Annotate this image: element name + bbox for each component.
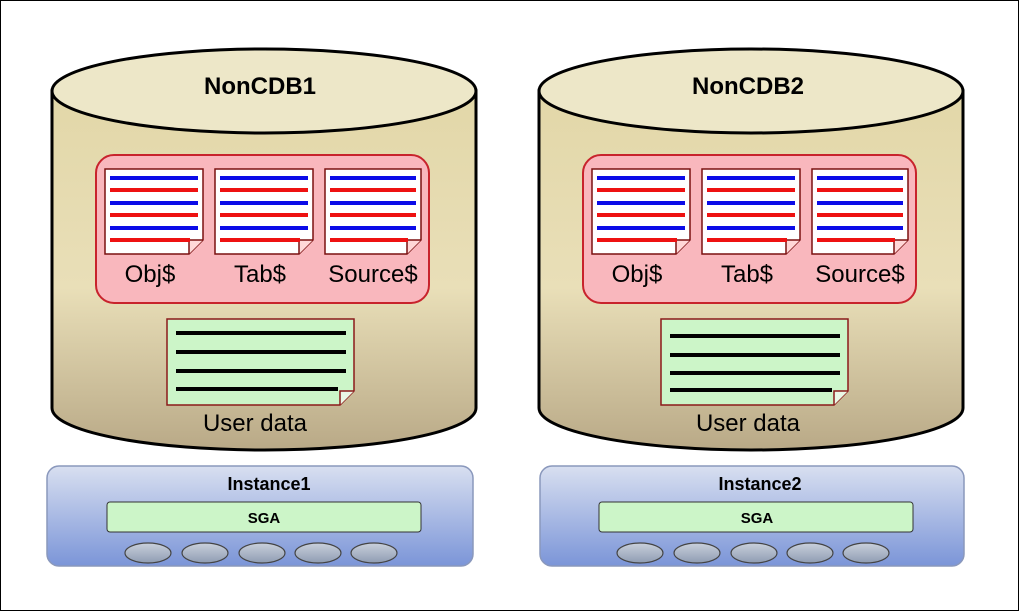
sga-box (106, 501, 422, 533)
dictionary-label: Tab$ (234, 261, 286, 288)
background-process (181, 542, 229, 564)
dictionary-table-source: Source$ (324, 168, 422, 288)
dictionary-label: Source$ (815, 261, 904, 288)
background-process (238, 542, 286, 564)
instance-2: Instance2 SGA (539, 465, 965, 567)
dictionary-table-source: Source$ (811, 168, 909, 288)
dictionary-table-obj: Obj$ (104, 168, 204, 288)
cylinder-top (537, 47, 965, 135)
cylinder-top (50, 47, 478, 135)
dictionary-table-obj: Obj$ (591, 168, 691, 288)
background-process (350, 542, 398, 564)
instance-title: Instance2 (718, 474, 801, 494)
database-title: NonCDB2 (692, 73, 804, 100)
sga-box (598, 501, 914, 533)
database-noncdb1: NonCDB1 Obj$ Tab$ (50, 47, 478, 452)
dictionary-table-tab: Tab$ (701, 168, 801, 288)
background-process (124, 542, 172, 564)
background-process (842, 542, 890, 564)
sga-label: SGA (741, 510, 774, 527)
background-process (673, 542, 721, 564)
instance-title: Instance1 (227, 474, 310, 494)
user-data-document (166, 318, 355, 406)
sga-label: SGA (248, 510, 281, 527)
user-data-label: User data (203, 410, 308, 437)
background-process (730, 542, 778, 564)
user-data-document (660, 318, 849, 406)
database-noncdb2: NonCDB2 Obj$ Tab$ (537, 47, 965, 452)
dictionary-label: Obj$ (125, 261, 176, 288)
dictionary-label: Source$ (328, 261, 417, 288)
background-process (294, 542, 342, 564)
dictionary-label: Obj$ (612, 261, 663, 288)
instance-1: Instance1 SGA (46, 465, 474, 567)
user-data-label: User data (696, 410, 801, 437)
database-title: NonCDB1 (204, 73, 316, 100)
dictionary-table-tab: Tab$ (214, 168, 314, 288)
background-process (616, 542, 664, 564)
dictionary-label: Tab$ (721, 261, 773, 288)
background-process (786, 542, 834, 564)
